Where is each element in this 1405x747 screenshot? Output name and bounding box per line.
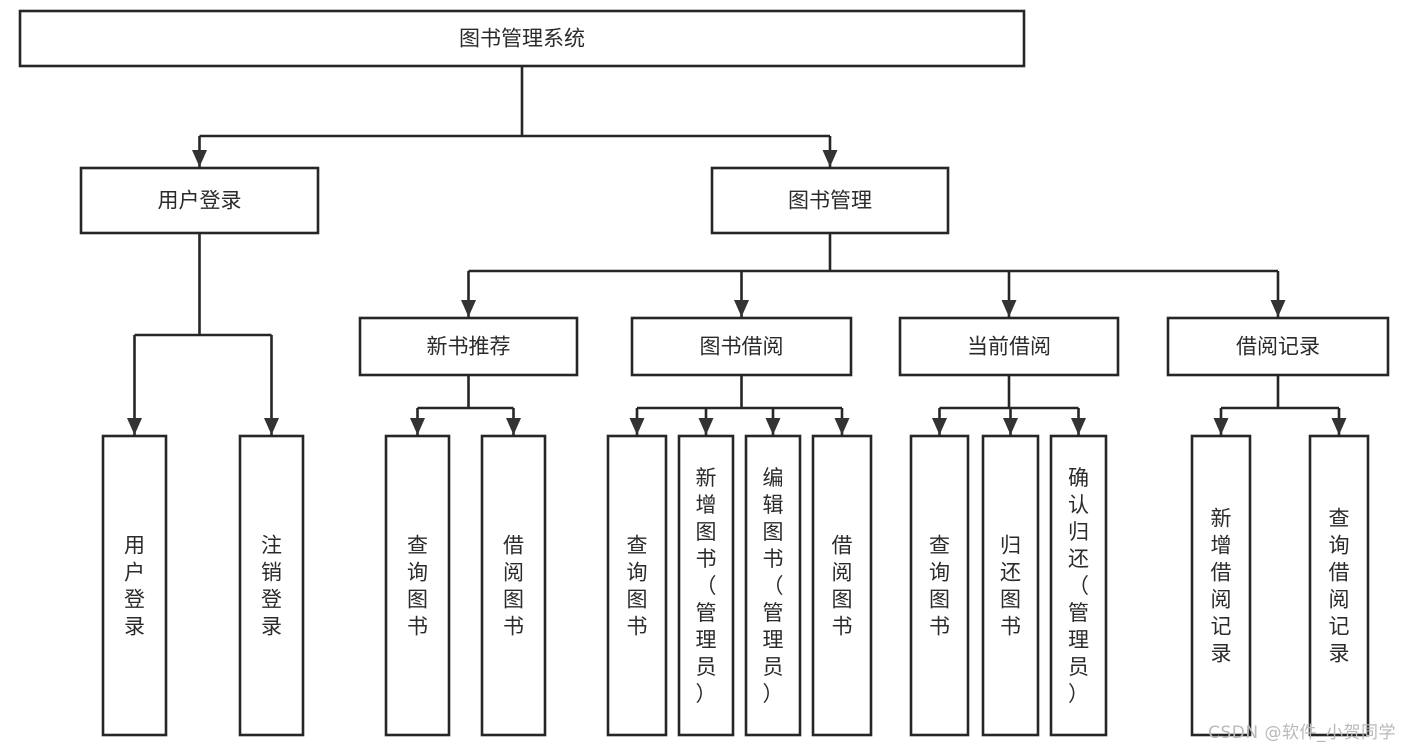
- node-current-borrow[interactable]: 当前借阅: [898, 316, 1120, 377]
- node-leaf-query-book-3[interactable]: 查询图书: [909, 434, 970, 737]
- node-leaf-borrow-book-2-label: 借阅图书: [832, 534, 853, 639]
- node-leaf-user-login[interactable]: 用户登录: [101, 434, 168, 737]
- node-current-borrow-label: 当前借阅: [967, 335, 1051, 359]
- arrow-head-icon: [629, 418, 645, 435]
- node-leaf-confirm-return[interactable]: 确认归还（管理员）: [1049, 434, 1108, 737]
- node-leaf-return-book[interactable]: 归还图书: [981, 434, 1040, 737]
- node-root-book-management-system-label: 图书管理系统: [459, 27, 585, 51]
- node-leaf-query-book-2-label: 查询图书: [627, 534, 648, 639]
- arrow-head-icon: [834, 418, 850, 435]
- arrow-head-icon: [734, 300, 749, 317]
- node-user-login[interactable]: 用户登录: [79, 166, 320, 235]
- node-borrow-record-label: 借阅记录: [1236, 335, 1320, 359]
- arrow-head-icon: [698, 418, 714, 435]
- node-leaf-query-book-2[interactable]: 查询图书: [606, 434, 668, 737]
- arrow-head-icon: [932, 418, 947, 435]
- arrow-head-icon: [1001, 300, 1017, 317]
- node-new-book-recommend-label: 新书推荐: [427, 335, 511, 359]
- node-leaf-logout-login[interactable]: 注销登录: [238, 434, 305, 737]
- node-book-borrow[interactable]: 图书借阅: [630, 316, 853, 377]
- arrow-head-icon: [1270, 300, 1286, 317]
- node-layer: 图书管理系统用户登录图书管理新书推荐图书借阅当前借阅借阅记录用户登录注销登录查询…: [18, 9, 1390, 737]
- node-new-book-recommend[interactable]: 新书推荐: [358, 316, 579, 377]
- node-book-borrow-label: 图书借阅: [700, 335, 784, 359]
- arrow-head-icon: [1071, 418, 1086, 435]
- arrow-head-icon: [1331, 418, 1347, 435]
- node-root-book-management-system[interactable]: 图书管理系统: [18, 9, 1026, 68]
- node-book-manage-label: 图书管理: [788, 189, 872, 213]
- node-leaf-add-record[interactable]: 新增借阅记录: [1190, 434, 1252, 737]
- node-leaf-confirm-return-label: 确认归还（管理员）: [1068, 466, 1089, 706]
- node-borrow-record[interactable]: 借阅记录: [1166, 316, 1390, 377]
- node-leaf-edit-book[interactable]: 编辑图书（管理员）: [744, 434, 802, 737]
- arrow-head-icon: [1213, 418, 1229, 435]
- connector-layer: [127, 66, 1347, 435]
- arrow-head-icon: [192, 150, 207, 167]
- node-leaf-user-login-label: 用户登录: [124, 534, 145, 639]
- arrow-head-icon: [506, 418, 521, 435]
- node-leaf-edit-book-label: 编辑图书（管理员）: [763, 466, 784, 706]
- arrow-head-icon: [461, 300, 476, 317]
- arrow-head-icon: [1003, 418, 1018, 435]
- node-leaf-borrow-book-1[interactable]: 借阅图书: [480, 434, 547, 737]
- node-leaf-logout-login-label: 注销登录: [261, 534, 282, 639]
- arrow-head-icon: [822, 150, 838, 167]
- node-leaf-add-book[interactable]: 新增图书（管理员）: [677, 434, 735, 737]
- node-leaf-add-book-label: 新增图书（管理员）: [696, 466, 717, 706]
- node-leaf-add-record-label: 新增借阅记录: [1211, 507, 1232, 666]
- arrow-head-icon: [127, 418, 142, 435]
- node-book-manage[interactable]: 图书管理: [710, 166, 950, 235]
- node-leaf-borrow-book-2[interactable]: 借阅图书: [811, 434, 873, 737]
- arrow-head-icon: [410, 418, 425, 435]
- arrow-head-icon: [765, 418, 781, 435]
- node-leaf-borrow-book-1-label: 借阅图书: [503, 534, 524, 639]
- node-leaf-return-book-label: 归还图书: [1000, 534, 1021, 639]
- node-leaf-query-book-1-label: 查询图书: [407, 534, 428, 639]
- node-user-login-label: 用户登录: [158, 189, 242, 213]
- node-leaf-query-book-1[interactable]: 查询图书: [384, 434, 451, 737]
- node-leaf-query-book-3-label: 查询图书: [929, 534, 950, 639]
- arrow-head-icon: [264, 418, 279, 435]
- node-leaf-query-record-label: 查询借阅记录: [1329, 507, 1350, 666]
- node-leaf-query-record[interactable]: 查询借阅记录: [1308, 434, 1370, 737]
- watermark-label: CSDN @软件_小贺同学: [1208, 723, 1396, 743]
